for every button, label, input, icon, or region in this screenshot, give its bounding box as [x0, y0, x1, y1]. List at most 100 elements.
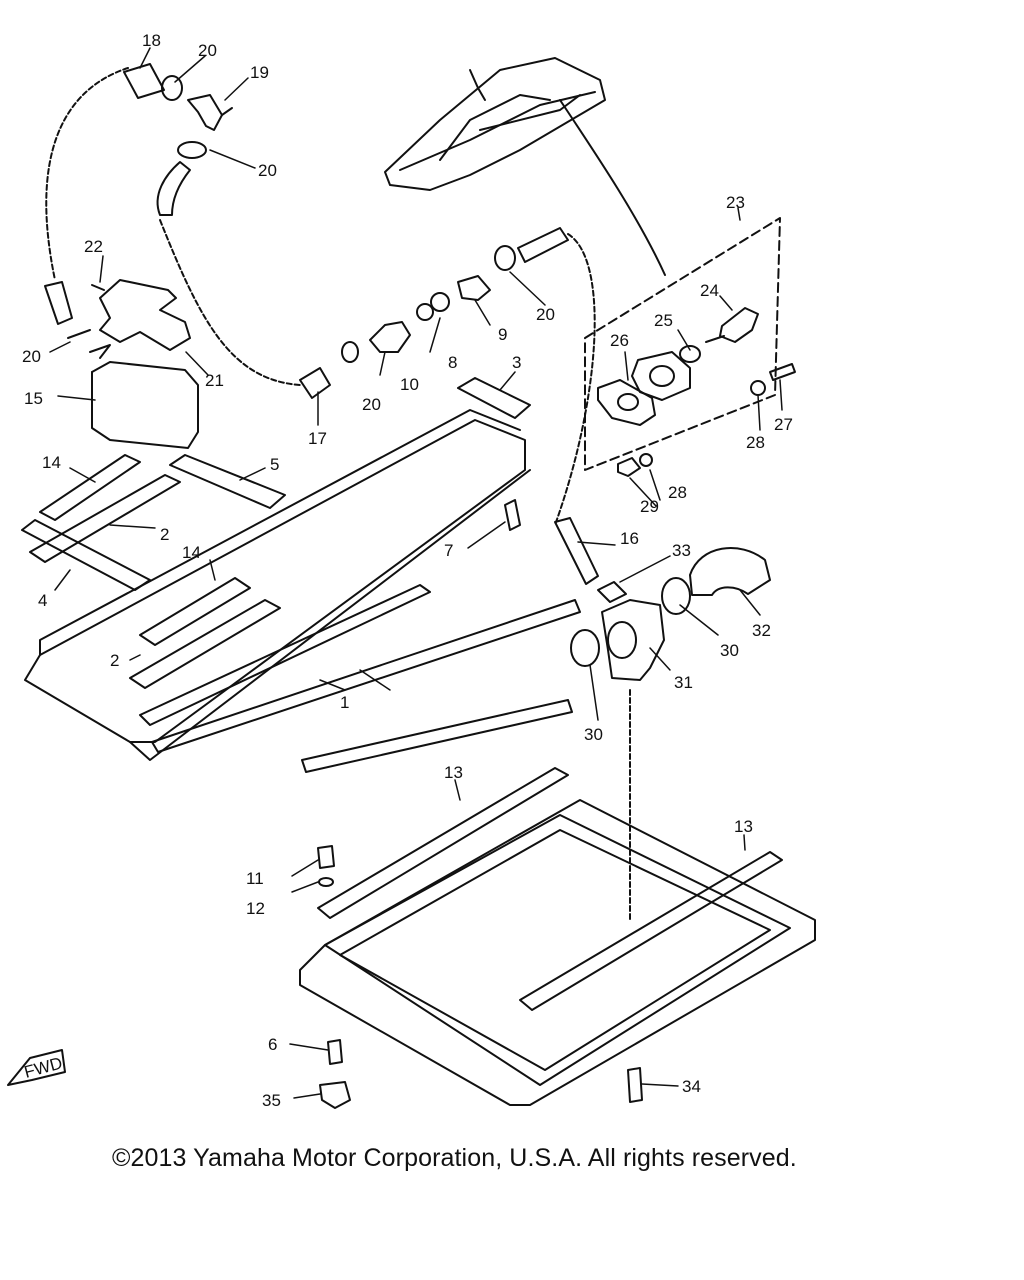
clamp-30-left [570, 629, 600, 667]
cap-35 [319, 1081, 351, 1109]
callout-20a: 20 [198, 41, 217, 60]
clamp-20-right [494, 245, 516, 271]
valve-31 [601, 599, 665, 681]
callout-35: 35 [262, 1091, 281, 1110]
callout-11: 11 [246, 869, 264, 888]
callout-20c: 20 [22, 347, 41, 366]
callout-20d: 20 [536, 305, 555, 324]
hose-left [44, 281, 73, 325]
callout-13b: 13 [734, 817, 753, 836]
part-13-left [317, 767, 569, 919]
fitting-19 [187, 94, 233, 131]
housing-26 [631, 351, 691, 401]
callout-30a: 30 [720, 641, 739, 660]
clamp-20-top [161, 75, 183, 101]
fuel-line-18-15 [45, 67, 129, 281]
plate-26 [597, 379, 656, 426]
callout-29: 29 [640, 497, 659, 516]
callout-13a: 13 [444, 763, 463, 782]
washer-28 [750, 380, 766, 396]
callout-20e: 20 [362, 395, 381, 414]
fuel-line-right [554, 233, 596, 526]
hose-short [156, 161, 191, 216]
fitting-20-left [67, 329, 91, 339]
callout-32: 32 [752, 621, 771, 640]
callout-2a: 2 [160, 525, 169, 544]
callout-4: 4 [38, 591, 47, 610]
screw-7 [504, 499, 521, 531]
fuel-line-to-17 [159, 219, 301, 386]
fuel-tank-15 [89, 344, 199, 449]
hose-right [517, 227, 569, 263]
callout-27: 27 [774, 415, 793, 434]
bolt-11 [317, 845, 335, 869]
callout-16: 16 [620, 529, 639, 548]
callout-14a: 14 [42, 453, 61, 472]
callout-7: 7 [444, 541, 453, 560]
washer-28b [639, 453, 653, 467]
callout-28b: 28 [668, 483, 687, 502]
callout-34: 34 [682, 1077, 701, 1096]
part-14-mid [139, 577, 251, 646]
callout-28a: 28 [746, 433, 765, 452]
part-1-c [301, 699, 573, 773]
callout-17: 17 [308, 429, 327, 448]
hose-17 [299, 367, 331, 399]
washer-8a [416, 303, 434, 321]
part-1-a [139, 584, 431, 726]
screw-22 [91, 284, 105, 291]
watercraft-illustration [384, 57, 606, 191]
leader-lines [49, 47, 783, 1099]
callout-19: 19 [250, 63, 269, 82]
callout-10: 10 [400, 375, 419, 394]
callout-21: 21 [205, 371, 224, 390]
callout-1: 1 [340, 693, 349, 712]
elbow-32 [689, 547, 771, 596]
hose-18 [123, 63, 165, 99]
washer-8b [430, 292, 450, 312]
callout-12: 12 [246, 899, 265, 918]
part-14-top [39, 454, 141, 521]
part-4 [21, 519, 151, 591]
bolt-6 [327, 1039, 343, 1065]
callout-9: 9 [498, 325, 507, 344]
callout-3: 3 [512, 353, 521, 372]
callout-31: 31 [674, 673, 693, 692]
fitting-9 [457, 275, 491, 301]
group-23-box [584, 217, 781, 471]
screw-27 [769, 363, 796, 381]
clamp-20-mid [341, 341, 359, 363]
plug-24 [705, 307, 759, 343]
callout-labels: 18 20 19 20 22 20 21 15 17 10 8 9 20 20 … [22, 31, 793, 1110]
clamp-33 [597, 581, 627, 603]
part-13-right [519, 851, 783, 1011]
callout-26: 26 [610, 331, 629, 350]
cable [559, 99, 666, 276]
nut-29 [617, 457, 641, 477]
oring-25 [679, 345, 701, 363]
callout-5: 5 [270, 455, 279, 474]
bolt-34 [627, 1067, 643, 1103]
callout-22: 22 [84, 237, 103, 256]
fwd-arrow [7, 1049, 66, 1086]
part-5 [169, 454, 286, 509]
washer-12 [318, 877, 334, 887]
bracket-21 [99, 279, 191, 351]
callout-2b: 2 [110, 651, 119, 670]
copyright-notice: ©2013 Yamaha Motor Corporation, U.S.A. A… [112, 1144, 797, 1172]
callout-18: 18 [142, 31, 161, 50]
hose-16 [554, 517, 599, 585]
clamp-30-right [661, 577, 691, 615]
parts-diagram: 18 20 19 20 22 20 21 15 17 10 8 9 20 20 … [7, 31, 816, 1110]
callout-30b: 30 [584, 725, 603, 744]
part-2-top [29, 474, 181, 563]
lower-frame [299, 799, 816, 1106]
callout-25: 25 [654, 311, 673, 330]
callout-15: 15 [24, 389, 43, 408]
callout-23: 23 [726, 193, 745, 212]
part-1-b [151, 599, 581, 753]
valve-10 [369, 321, 411, 353]
upper-frame [24, 409, 531, 761]
callout-6: 6 [268, 1035, 277, 1054]
callout-14b: 14 [182, 543, 201, 562]
